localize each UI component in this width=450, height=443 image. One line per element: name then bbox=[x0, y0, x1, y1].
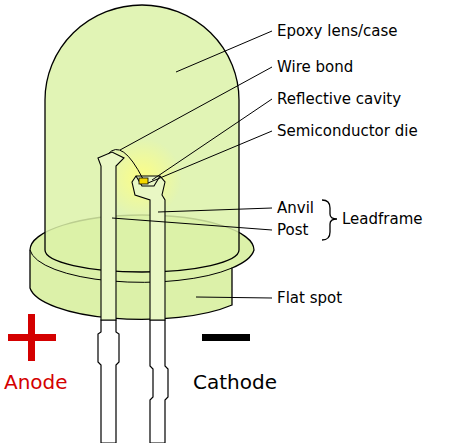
part-label: Reflective cavity bbox=[277, 89, 401, 109]
pin-label: Anode bbox=[4, 370, 68, 394]
part-label: Post bbox=[277, 220, 308, 240]
semiconductor-die bbox=[139, 178, 148, 184]
lead-wires bbox=[98, 320, 168, 443]
part-label: Epoxy lens/case bbox=[277, 21, 398, 41]
plus-symbol bbox=[8, 314, 56, 361]
leadframe bbox=[98, 152, 165, 320]
pin-label: Cathode bbox=[193, 370, 277, 394]
brace bbox=[322, 200, 337, 240]
part-label: Flat spot bbox=[277, 288, 342, 308]
group-label: Leadframe bbox=[342, 209, 423, 229]
part-label: Anvil bbox=[277, 198, 314, 218]
part-label: Wire bond bbox=[277, 57, 353, 77]
leader-lines bbox=[112, 31, 272, 298]
bond-wire bbox=[108, 150, 143, 179]
part-label: Semiconductor die bbox=[277, 121, 418, 141]
minus-symbol bbox=[202, 334, 250, 341]
